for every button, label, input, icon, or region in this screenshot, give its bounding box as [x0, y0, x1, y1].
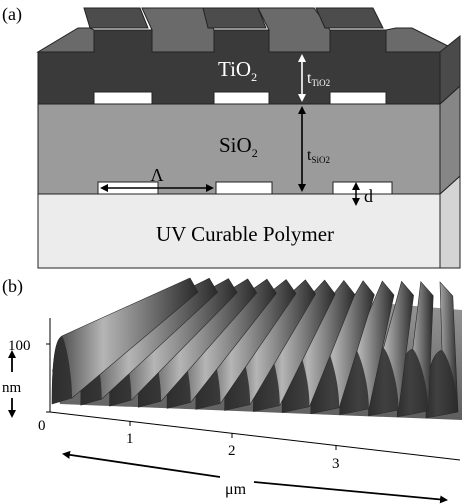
afm-ridge-front [397, 348, 429, 417]
sio2-layer [37, 103, 441, 195]
depth-label: d [364, 186, 373, 206]
panel-b-label: (b) [2, 276, 23, 297]
polymer-layer [37, 193, 441, 269]
sio2-side [439, 84, 461, 196]
tio2-side [439, 34, 461, 106]
z-tick-100: 100 [8, 338, 31, 354]
afm-ridge-front [426, 350, 458, 418]
ridge-top-3 [315, 7, 384, 29]
panel-a-label: (a) [2, 4, 22, 25]
x-tick-3: 3 [332, 456, 340, 472]
x-tick-1: 1 [126, 431, 134, 447]
afm-ridge-front [52, 336, 72, 404]
tio2-top-surface [36, 7, 461, 53]
t-sio2-label: tSiO2 [307, 147, 330, 165]
panel-b: (b) 100 0 nm 1 2 3 μm [2, 276, 462, 504]
panel-a: (a) TiO2 SiO2 UV Curable Polymer tTiO2 t… [2, 4, 461, 269]
tio2-label: TiO2 [218, 57, 257, 84]
sio2-label: SiO2 [219, 133, 258, 160]
x-left-arrow [62, 450, 221, 478]
x-right-arrow [253, 481, 448, 504]
polymer-label: UV Curable Polymer [156, 222, 334, 246]
z-unit-label: nm [2, 380, 22, 396]
afm-surface [51, 277, 462, 420]
x-axis [49, 411, 461, 461]
z-tick-0: 0 [38, 418, 46, 434]
x-tick-2: 2 [228, 443, 236, 459]
t-tio2-label: tTiO2 [307, 70, 330, 88]
period-label: Λ [150, 165, 163, 185]
ridge-top-1 [83, 7, 149, 29]
x-unit-label: μm [225, 481, 247, 498]
ridge-top-2 [202, 7, 267, 29]
